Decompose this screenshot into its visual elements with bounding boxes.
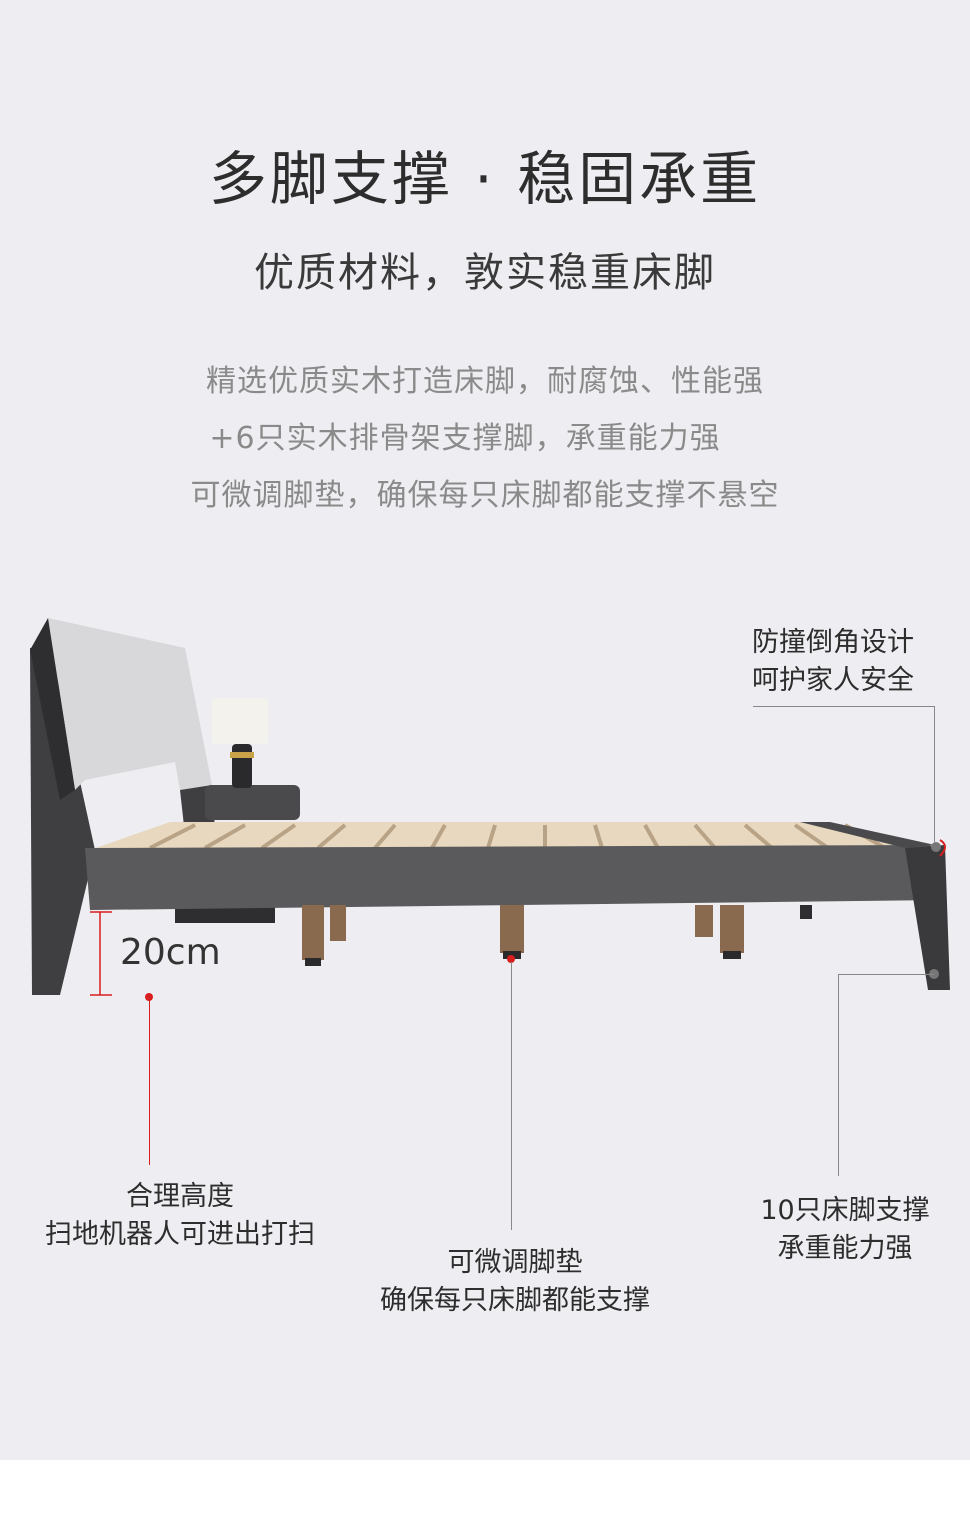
description-line: +6只实木排骨架支撑脚，承重能力强 bbox=[209, 421, 721, 456]
description-line: 可微调脚垫，确保每只床脚都能支撑不悬空 bbox=[190, 478, 780, 513]
center-leg bbox=[302, 905, 324, 960]
callout-text: 10只床脚支撑 bbox=[760, 1195, 930, 1226]
page-title: 多脚支撑 · 稳固承重 bbox=[208, 145, 762, 213]
callout-height: 合理高度 扫地机器人可进出打扫 bbox=[20, 1178, 340, 1254]
side-rail bbox=[85, 845, 945, 910]
bed-illustration bbox=[30, 618, 950, 996]
callout-line-corner bbox=[753, 706, 935, 707]
callout-line-corner bbox=[934, 706, 935, 842]
callout-dot-height bbox=[145, 993, 153, 1001]
callout-text: 扫地机器人可进出打扫 bbox=[45, 1219, 315, 1250]
callout-text: 呵护家人安全 bbox=[752, 665, 914, 696]
center-leg bbox=[695, 905, 713, 937]
callout-line-pad bbox=[511, 962, 512, 1230]
center-leg bbox=[720, 905, 744, 953]
callout-text: 承重能力强 bbox=[777, 1233, 913, 1264]
callout-text: 合理高度 bbox=[126, 1181, 234, 1212]
callout-corner: 防撞倒角设计 呵护家人安全 bbox=[752, 624, 914, 700]
callout-line-legs bbox=[838, 974, 934, 975]
callout-text: 防撞倒角设计 bbox=[752, 627, 914, 658]
lamp-base bbox=[232, 744, 252, 788]
page-subtitle: 优质材料，敦实稳重床脚 bbox=[254, 250, 716, 296]
slat-deck bbox=[90, 822, 930, 850]
callout-legs: 10只床脚支撑 承重能力强 bbox=[730, 1192, 960, 1268]
center-leg bbox=[500, 905, 524, 953]
lamp-shade bbox=[212, 698, 268, 744]
callout-text: 可微调脚垫 bbox=[447, 1247, 583, 1278]
callout-dot-pad bbox=[507, 955, 515, 963]
headboard-panel bbox=[48, 618, 212, 790]
callout-line-height bbox=[149, 1000, 150, 1165]
callout-text: 确保每只床脚都能支撑 bbox=[380, 1285, 650, 1316]
description-line: 精选优质实木打造床脚，耐腐蚀、性能强 bbox=[206, 364, 764, 399]
front-leg bbox=[905, 845, 950, 990]
nightstand bbox=[205, 785, 300, 820]
callout-pad: 可微调脚垫 确保每只床脚都能支撑 bbox=[340, 1244, 690, 1320]
height-label: 20cm bbox=[120, 932, 221, 973]
headboard-frame bbox=[30, 645, 95, 995]
center-leg bbox=[330, 905, 346, 941]
callout-line-legs bbox=[838, 974, 839, 1176]
